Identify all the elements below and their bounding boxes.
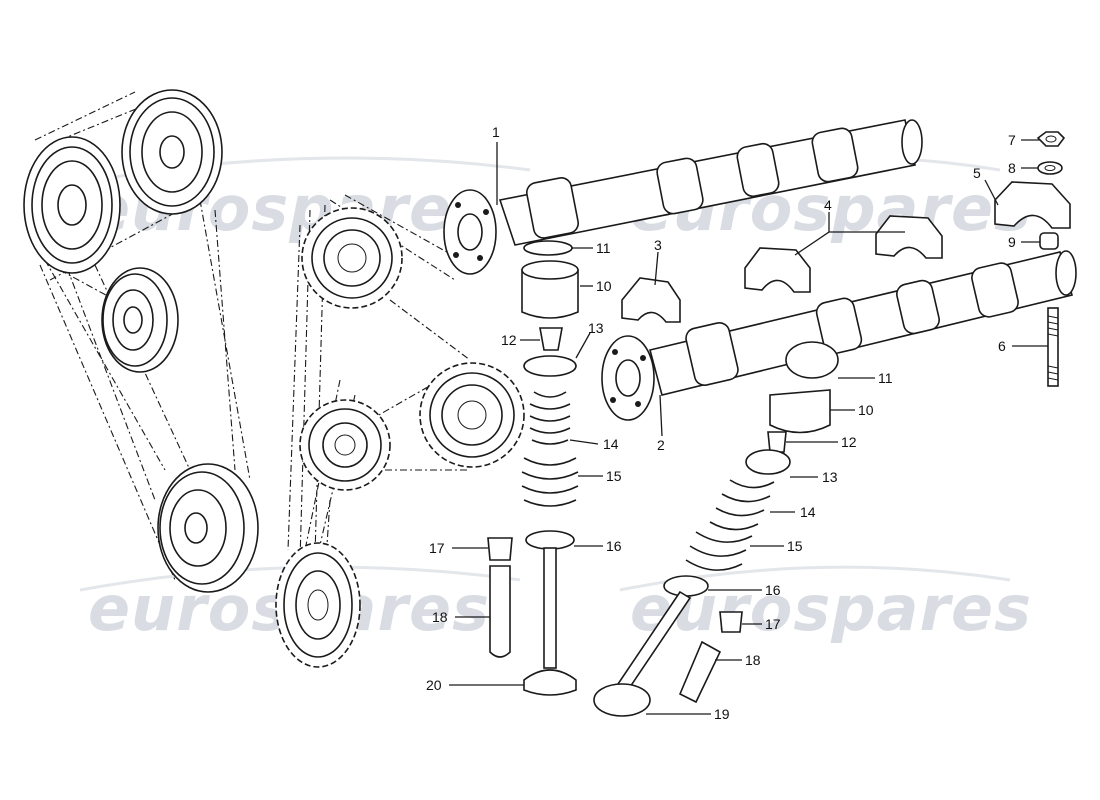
pulley-top-right (121, 89, 223, 215)
sprocket-middle (299, 399, 391, 491)
guide-18-center (489, 565, 511, 658)
label-part-10-right: 10 (858, 402, 874, 418)
bearing-cap-5 (994, 181, 1071, 229)
label-part-5: 5 (973, 165, 981, 181)
label-part-2: 2 (657, 437, 665, 453)
collet-12-right (767, 431, 787, 453)
pulley-bottom (157, 463, 259, 593)
label-part-18-right: 18 (745, 652, 761, 668)
camshaft-lower (601, 250, 1077, 421)
guide-18-right (678, 640, 722, 704)
seal-17-right (719, 611, 743, 633)
label-part-15-center: 15 (606, 468, 622, 484)
label-part-20: 20 (426, 677, 442, 693)
pulley-middle (101, 267, 179, 373)
label-part-12-right: 12 (841, 434, 857, 450)
spring-15-center (521, 457, 579, 507)
nut-7 (1036, 131, 1066, 147)
stud-6 (1047, 307, 1059, 387)
label-part-14-center: 14 (603, 436, 619, 452)
sprocket-right (419, 362, 525, 468)
label-part-10-center: 10 (596, 278, 612, 294)
camshaft-upper (443, 119, 923, 275)
label-part-4: 4 (824, 197, 832, 213)
part-labels: 1 2 3 4 5 6 7 8 9 10 10 11 11 12 12 13 1… (426, 124, 1016, 722)
washer-8 (1037, 161, 1063, 175)
tappet-10-center (521, 269, 579, 319)
label-part-11-right: 11 (878, 370, 893, 386)
label-part-9: 9 (1008, 234, 1016, 250)
label-part-19: 19 (714, 706, 730, 722)
label-part-18-center: 18 (432, 609, 448, 625)
spring-14-center (529, 391, 571, 445)
leader-lines (449, 139, 1048, 715)
label-part-15-right: 15 (787, 538, 803, 554)
label-part-3: 3 (654, 237, 662, 253)
dowel-9 (1039, 232, 1059, 250)
sprocket-lower (275, 542, 361, 668)
valve-stem-20 (543, 547, 557, 669)
valve-head-20 (523, 669, 577, 696)
seat-16-right (663, 575, 709, 597)
label-part-12-center: 12 (501, 332, 517, 348)
label-part-8: 8 (1008, 160, 1016, 176)
retainer-13-center (523, 355, 577, 377)
bearing-cap-3 (621, 277, 681, 323)
label-part-11-center: 11 (596, 240, 611, 256)
label-part-6: 6 (998, 338, 1006, 354)
seat-16-center (525, 530, 575, 550)
tappet-10-right (769, 389, 831, 434)
label-part-16-center: 16 (606, 538, 622, 554)
retainer-13-right (745, 449, 791, 475)
valve-head-19 (593, 683, 651, 717)
label-part-13-center: 13 (588, 320, 604, 336)
label-part-14-right: 14 (800, 504, 816, 520)
valve-assembly-right (593, 341, 839, 717)
spring-14-right (709, 479, 775, 531)
seal-17-center (487, 537, 513, 561)
shim-11-center (523, 240, 573, 256)
bearing-caps-4 (744, 215, 943, 293)
sprocket-upper (301, 207, 403, 309)
valve-assembly-center (487, 240, 579, 696)
label-part-1: 1 (492, 124, 500, 140)
belt-drive (23, 89, 259, 593)
label-part-16-right: 16 (765, 582, 781, 598)
label-part-17-right: 17 (765, 616, 781, 632)
label-part-17-center: 17 (429, 540, 445, 556)
pulley-top-left (23, 136, 121, 274)
label-part-7: 7 (1008, 132, 1016, 148)
shim-11-right (785, 341, 839, 379)
collet-12-center (539, 327, 563, 351)
label-part-13-right: 13 (822, 469, 838, 485)
spring-15-right (685, 531, 753, 571)
